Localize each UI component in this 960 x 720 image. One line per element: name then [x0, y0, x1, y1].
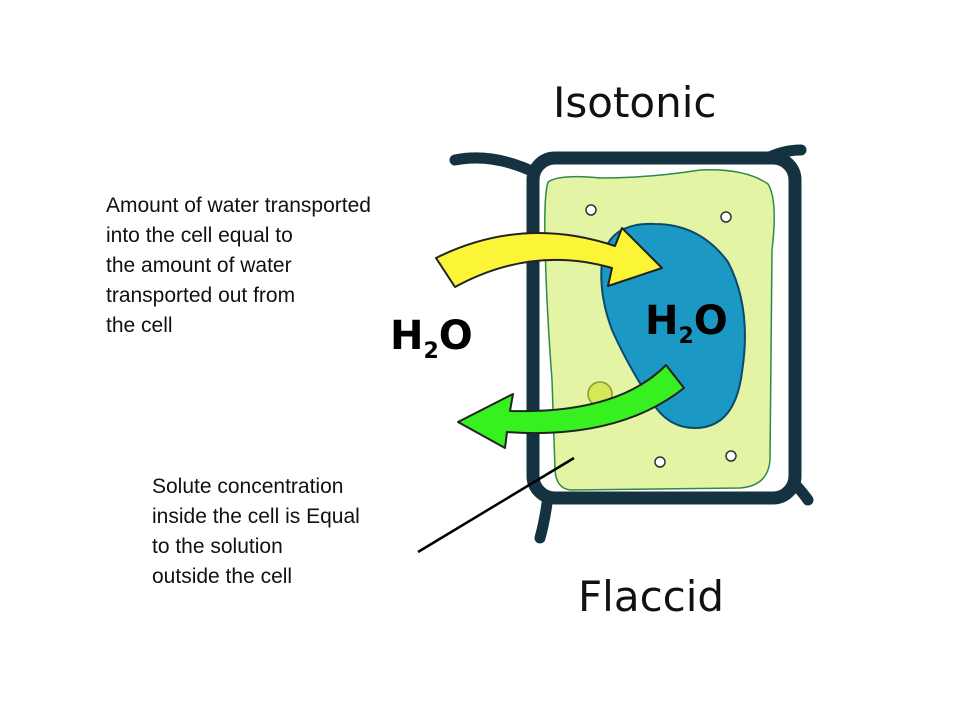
formula-h2o-inside: H2O: [645, 298, 728, 349]
formula-main: H: [390, 313, 424, 359]
formula-sub: 2: [423, 339, 439, 364]
note-water-transport: Amount of water transported into the cel…: [106, 194, 371, 337]
note-solute-concentration: Solute concentration inside the cell is …: [152, 475, 360, 588]
pointer-line: [417, 456, 575, 554]
title-isotonic: Isotonic: [553, 78, 717, 127]
organelle-dot: [585, 204, 597, 216]
formula-tail: O: [693, 298, 728, 344]
formula-tail: O: [438, 313, 473, 359]
title-flaccid: Flaccid: [578, 572, 725, 621]
formula-sub: 2: [678, 324, 694, 349]
wall-extension-top-left: [449, 152, 546, 181]
formula-h2o-outside: H2O: [390, 313, 473, 364]
formula-main: H: [645, 298, 679, 344]
arrow-water-in: [435, 227, 663, 288]
arrow-water-out: [457, 364, 685, 449]
organelle-dot: [725, 450, 737, 462]
organelle-dot: [654, 456, 666, 468]
organelle-dot: [720, 211, 732, 223]
